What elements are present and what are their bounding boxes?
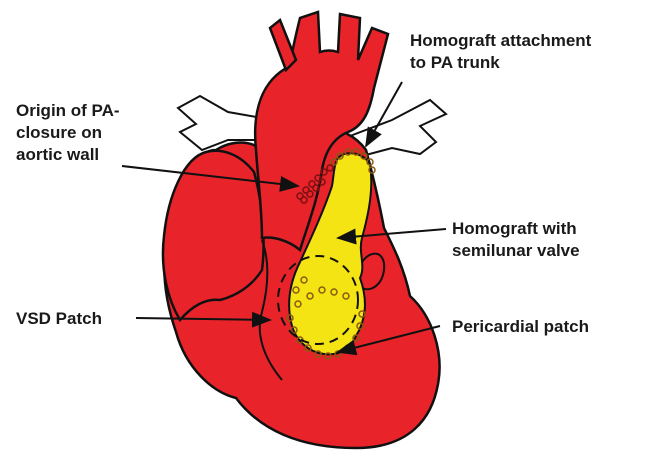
label-homograft-attachment-line2: to PA trunk	[410, 52, 591, 74]
label-homograft-valve-line1: Homograft with	[452, 218, 580, 240]
label-origin-pa-line1: Origin of PA-	[16, 100, 120, 122]
label-homograft-valve-line2: semilunar valve	[452, 240, 580, 262]
label-origin-pa-line2: closure on	[16, 122, 120, 144]
label-origin-pa: Origin of PA- closure on aortic wall	[16, 100, 120, 166]
label-pericardial-patch: Pericardial patch	[452, 316, 589, 338]
label-homograft-attachment: Homograft attachment to PA trunk	[410, 30, 591, 74]
label-homograft-valve: Homograft with semilunar valve	[452, 218, 580, 262]
label-vsd-patch: VSD Patch	[16, 308, 102, 330]
label-vsd-patch-line1: VSD Patch	[16, 308, 102, 330]
label-pericardial-patch-line1: Pericardial patch	[452, 316, 589, 338]
label-origin-pa-line3: aortic wall	[16, 144, 120, 166]
label-homograft-attachment-line1: Homograft attachment	[410, 30, 591, 52]
